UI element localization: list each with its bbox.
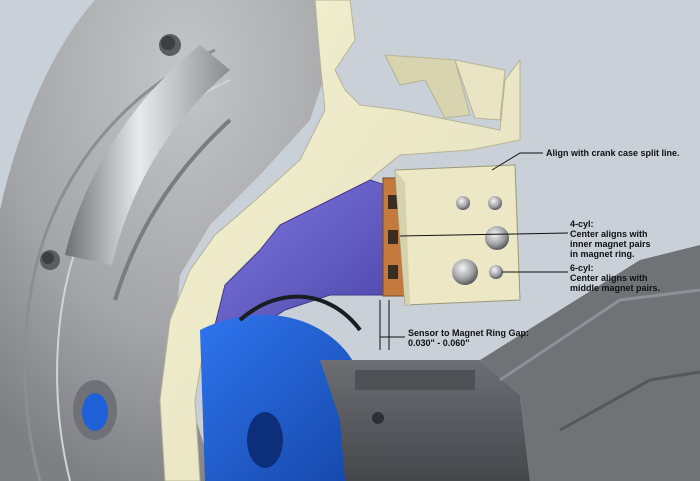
magnet-slot-bottom <box>388 265 398 279</box>
callout-gap: Sensor to Magnet Ring Gap: 0.030" - 0.06… <box>408 328 529 348</box>
engine-housing <box>320 245 700 481</box>
magnet-slot-middle <box>388 230 398 244</box>
gap-line2: 0.030" - 0.060" <box>408 338 470 348</box>
block-bolt-1 <box>456 196 470 210</box>
callout-split-line: Align with crank case split line. <box>546 148 680 158</box>
four-cyl-heading: 4-cyl: <box>570 219 594 229</box>
four-cyl-line1: Center aligns with <box>570 229 648 239</box>
four-cyl-line2: inner magnet pairs <box>570 239 651 249</box>
sensor-bracket <box>214 179 386 331</box>
pulley-disc <box>0 0 335 481</box>
gap-line1: Sensor to Magnet Ring Gap: <box>408 328 530 338</box>
callout-split-line-text: Align with crank case split line. <box>546 148 680 158</box>
block-bolt-3 <box>489 265 503 279</box>
pulley-groove <box>65 45 230 265</box>
callout-six-cyl: 6-cyl: Center aligns with middle magnet … <box>570 263 660 293</box>
magnet-ring <box>200 294 369 481</box>
block-mount-hole <box>452 259 478 285</box>
leader-four-cyl <box>399 232 569 237</box>
six-cyl-line1: Center aligns with <box>570 273 648 283</box>
leader-split-line <box>491 152 543 171</box>
callout-four-cyl: 4-cyl: Center aligns with inner magnet p… <box>570 219 651 259</box>
block-bolt-2 <box>488 196 502 210</box>
crank-case-section <box>159 0 521 481</box>
leader-lines <box>379 152 569 350</box>
housing-bolt <box>372 412 384 424</box>
block-center-hole <box>485 226 509 250</box>
magnet-slot-top <box>388 195 398 209</box>
six-cyl-line2: middle magnet pairs. <box>570 283 661 293</box>
four-cyl-line3: in magnet ring. <box>570 249 635 259</box>
six-cyl-heading: 6-cyl: <box>570 263 594 273</box>
